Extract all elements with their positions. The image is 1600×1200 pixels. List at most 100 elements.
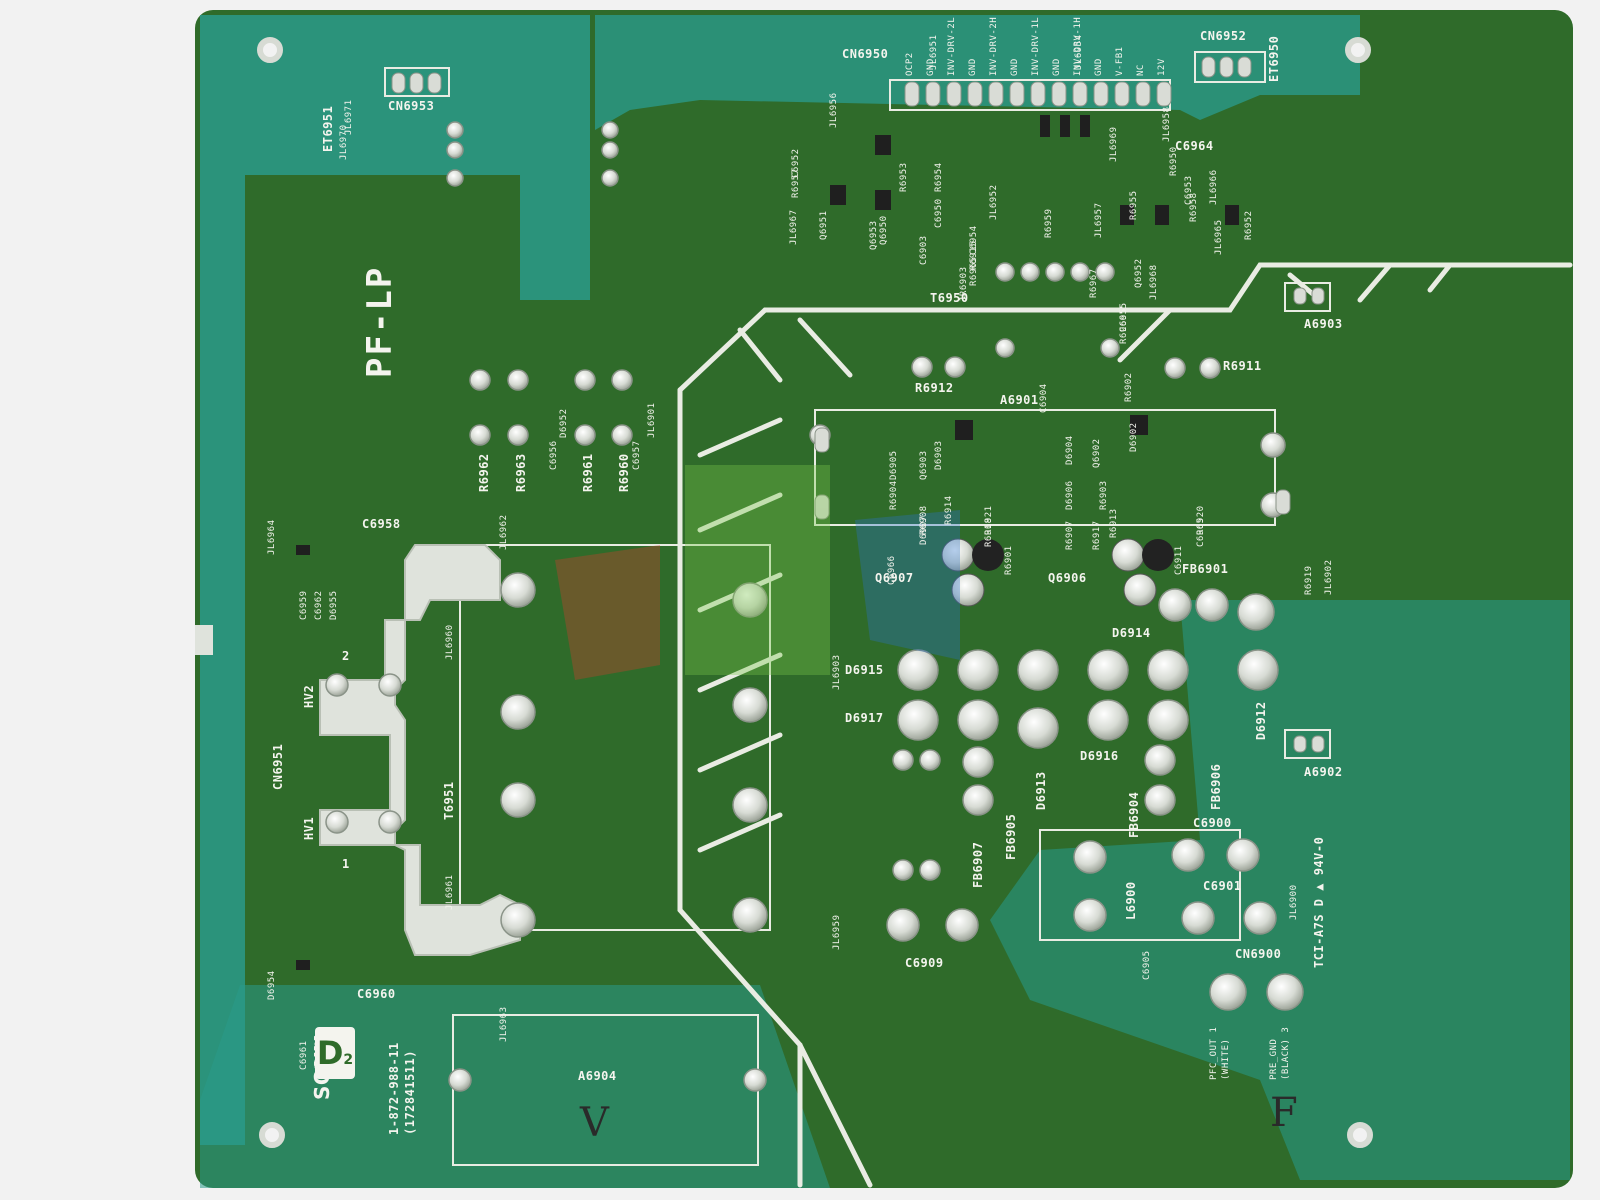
pin-label: V-FB1	[1115, 46, 1125, 76]
small-designator: R6907	[1065, 520, 1075, 550]
label-d6912: D6912	[1254, 701, 1268, 740]
pin-label: INV-DRV-2L	[947, 16, 957, 76]
small-designator: D6903	[934, 440, 944, 470]
small-designator: R6919	[1304, 565, 1314, 595]
pin-label: OCP2	[905, 52, 915, 76]
small-designator: R6913	[1109, 508, 1119, 538]
small-designator: Q6950	[879, 215, 889, 245]
small-designator: JL6963	[499, 1006, 509, 1042]
small-designator: Q6953	[869, 220, 879, 250]
label-hv1: HV1	[302, 816, 316, 840]
label-a6904: A6904	[578, 1069, 617, 1083]
small-designator: D6902	[1129, 422, 1139, 452]
label-q6907: Q6907	[875, 571, 914, 585]
small-designator: JL6954	[1074, 34, 1084, 70]
small-designator: D6907	[919, 515, 929, 545]
small-designator: JL6951	[929, 34, 939, 70]
label-d6914: D6914	[1112, 626, 1151, 640]
small-designator: C6904	[1039, 383, 1049, 413]
label-hv2: HV2	[302, 684, 316, 708]
small-designator: R6902	[1124, 372, 1134, 402]
label-cn6950: CN6950	[842, 47, 889, 61]
board-model: PF-LP	[360, 265, 400, 378]
small-designator: Q6951	[819, 210, 829, 240]
label-c6909: C6909	[905, 956, 944, 970]
small-designator: JL6967	[789, 209, 799, 245]
small-designator: Q6902	[1092, 438, 1102, 468]
label-t6950: T6950	[930, 291, 969, 305]
label-fb6905: FB6905	[1004, 813, 1018, 860]
silkscreen-lines	[677, 262, 1573, 1188]
cn6900-pin1-label: PFC_OUT 1	[1209, 1026, 1219, 1080]
small-designator: C6953	[1184, 175, 1194, 205]
label-cn6951: CN6951	[271, 743, 285, 790]
label-r6960: R6960	[617, 453, 631, 492]
small-designator: C6957	[632, 440, 642, 470]
small-designator: JL6903	[832, 654, 842, 690]
label-d6917: D6917	[845, 711, 884, 725]
label-et6950: ET6950	[1267, 35, 1281, 82]
label-t6951: T6951	[442, 781, 456, 820]
small-designator: R6903	[1099, 480, 1109, 510]
cn6900-pin3-label: PRE_GND	[1269, 1038, 1279, 1080]
small-designator: JL6968	[1149, 264, 1159, 300]
grade-suffix: 2	[343, 1052, 354, 1068]
small-designator: JL6962	[499, 514, 509, 550]
part-number: 1-872-988-11	[387, 1042, 401, 1135]
small-designator: C6966	[887, 555, 897, 585]
grade-badge: D2	[315, 1027, 355, 1079]
small-designator: JL6965	[1214, 219, 1224, 255]
cn6900-pin3-note: (BLACK) 3	[1281, 1026, 1291, 1080]
label-r6912: R6912	[915, 381, 954, 395]
small-designator: R6954	[934, 162, 944, 192]
small-designator: D6952	[559, 408, 569, 438]
small-designator: JL6971	[344, 99, 354, 135]
label-r6963: R6963	[514, 453, 528, 492]
copper-area-right	[990, 600, 1570, 1180]
label-fb6904: FB6904	[1127, 791, 1141, 838]
heatsink-copper-left	[319, 544, 521, 956]
small-designator: C6961	[299, 1040, 309, 1070]
label-pin-2: 2	[342, 649, 350, 663]
pin-label: 12V	[1157, 58, 1167, 76]
component-outlines	[384, 51, 1331, 1166]
small-designator: R6952	[1244, 210, 1254, 240]
small-designator: D6906	[1065, 480, 1075, 510]
label-d6915: D6915	[845, 663, 884, 677]
mounting-holes	[257, 37, 1373, 1148]
label-a6902: A6902	[1304, 765, 1343, 779]
copper-area-bottom	[200, 985, 830, 1188]
label-d6916: D6916	[1080, 749, 1119, 763]
small-designator: R6955	[1129, 190, 1139, 220]
pin-label: GND	[1094, 58, 1104, 76]
cn6950-pins	[391, 56, 1325, 753]
pin-label: GND	[1052, 58, 1062, 76]
label-c6964: C6964	[1175, 139, 1214, 153]
small-designator: D6905	[889, 450, 899, 480]
label-r6911: R6911	[1223, 359, 1262, 373]
solder-pads	[325, 121, 1304, 1092]
small-designator: D6954	[267, 970, 277, 1000]
small-designator: R6901	[1004, 545, 1014, 575]
small-designator: R6967	[1089, 268, 1099, 298]
label-et6951: ET6951	[321, 105, 335, 152]
label-d6913: D6913	[1034, 771, 1048, 810]
small-designator: R6914	[944, 495, 954, 525]
label-fb6906: FB6906	[1209, 763, 1223, 810]
small-designator: JL6959	[832, 914, 842, 950]
grade-letter: D	[316, 1034, 344, 1072]
pin-label: INV-DRV-2H	[989, 16, 999, 76]
small-designator: R6904	[889, 480, 899, 510]
label-c6958: C6958	[362, 517, 401, 531]
small-designator: C6950	[934, 198, 944, 228]
small-designator: JL6957	[1094, 202, 1104, 238]
small-designator: JR6903	[959, 266, 969, 302]
label-c6901: C6901	[1203, 879, 1242, 893]
pin-label: INV-DRV-1L	[1031, 16, 1041, 76]
label-pin-1: 1	[342, 857, 350, 871]
small-designator: C6952	[791, 148, 801, 178]
pin-label: GND	[1010, 58, 1020, 76]
label-fb6907: FB6907	[971, 841, 985, 888]
small-designator: R6965	[969, 256, 979, 286]
